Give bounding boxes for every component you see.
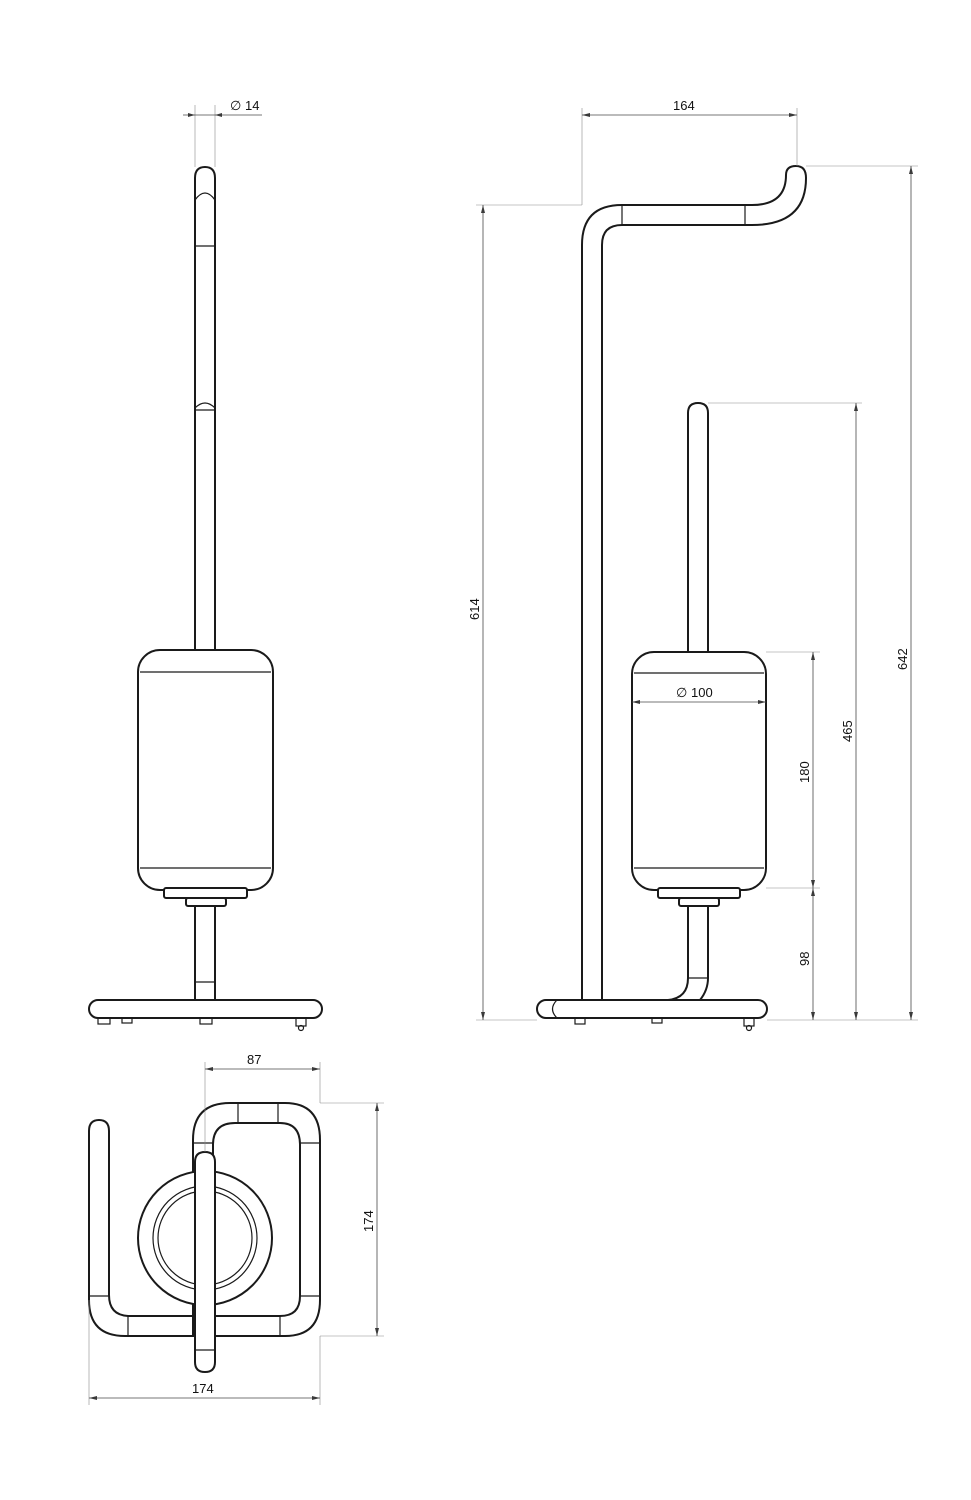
diameter-symbol: ∅ bbox=[230, 99, 241, 114]
front-container-base bbox=[163, 887, 248, 907]
diameter-symbol-2: ∅ bbox=[676, 686, 687, 701]
paper-holder-arm bbox=[581, 165, 807, 1001]
dim-label-paper-holder-height: 614 bbox=[467, 598, 482, 620]
brush-handle bbox=[687, 402, 709, 653]
dim-top-depth: 174 bbox=[320, 1102, 384, 1337]
dim-label-container-diameter: 100 bbox=[691, 685, 713, 700]
dim-top-total-width: 174 bbox=[88, 1300, 321, 1405]
side-base bbox=[536, 999, 768, 1032]
top-view: 87 174 174 bbox=[88, 1052, 384, 1405]
dim-label-top-total-width: 174 bbox=[192, 1381, 214, 1396]
side-view: 164 614 642 465 bbox=[467, 98, 918, 1032]
dim-label-base-to-container: 98 bbox=[797, 952, 812, 966]
dim-label-brush-holder-height: 465 bbox=[840, 720, 855, 742]
dim-label-container-height: 180 bbox=[797, 761, 812, 783]
side-container bbox=[631, 651, 767, 891]
side-container-base bbox=[657, 887, 741, 907]
dim-holder-width: 164 bbox=[581, 98, 798, 205]
front-lower-tube bbox=[194, 905, 216, 1001]
front-view: ∅ 14 bbox=[88, 98, 323, 1032]
front-tube bbox=[194, 166, 216, 651]
top-paper-arm bbox=[88, 1119, 196, 1337]
side-lower-tube bbox=[667, 905, 709, 1001]
dim-label-top-depth: 174 bbox=[361, 1210, 376, 1232]
dim-container-diameter: ∅ 100 bbox=[632, 685, 766, 704]
dim-container-height: 180 bbox=[766, 651, 820, 889]
top-brush-handle bbox=[194, 1151, 216, 1373]
dim-label-top-width: 87 bbox=[247, 1052, 261, 1067]
dim-label-holder-width: 164 bbox=[673, 98, 695, 113]
dim-tube-diameter: ∅ 14 bbox=[183, 98, 262, 167]
dim-label-tube-diameter: 14 bbox=[245, 98, 259, 113]
dim-top-width: 87 bbox=[204, 1052, 321, 1152]
dim-base-to-container: 98 bbox=[797, 888, 815, 1020]
front-container bbox=[137, 649, 274, 891]
dim-total-height: 642 bbox=[767, 165, 918, 1021]
dim-label-total-height: 642 bbox=[895, 648, 910, 670]
dim-paper-holder-height: 614 bbox=[467, 204, 582, 1021]
front-base bbox=[88, 999, 323, 1032]
dim-brush-holder-height: 465 bbox=[708, 402, 862, 1020]
